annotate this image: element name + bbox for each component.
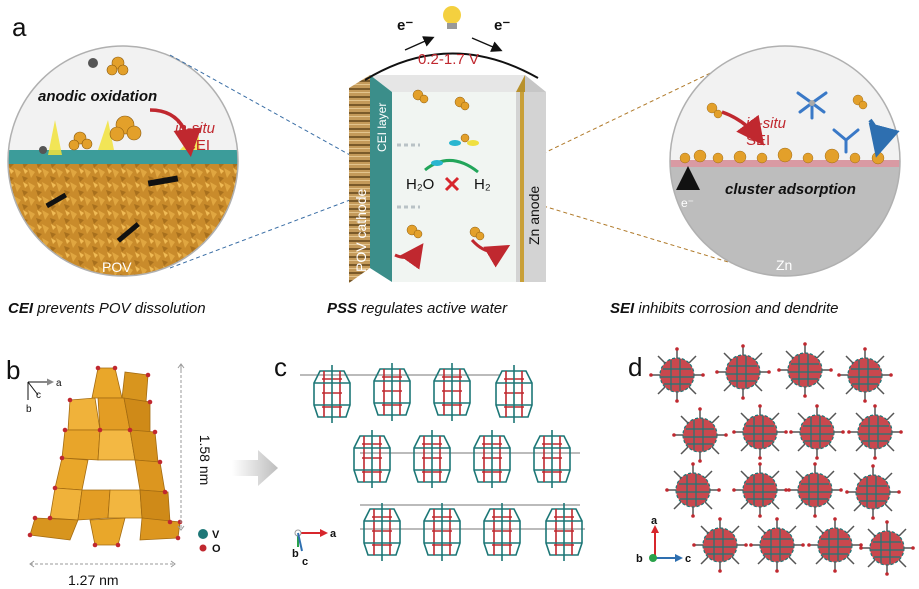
ball-row-4: [691, 516, 916, 577]
cei-layer-label: CEI layer: [375, 103, 389, 152]
cage-row-1: [313, 362, 533, 424]
voltage-label: 0.2-1.7 V: [418, 51, 479, 68]
legend-o-label: O: [212, 543, 221, 555]
axis-triad-c: a b c: [292, 528, 337, 568]
pov-label: POV: [102, 259, 132, 275]
pov-cathode-label: POV cathode: [353, 189, 369, 272]
cluster-adsorption-label: cluster adsorption: [725, 181, 856, 198]
ball-row-1: [648, 341, 894, 404]
cluster-width-label: 1.27 nm: [68, 572, 119, 588]
cei-zoom-circle: [7, 45, 239, 277]
ball-row-3: [664, 461, 902, 521]
axis-triad-d: a b c: [636, 515, 691, 565]
in-situ-label-right: in-situ: [746, 115, 787, 132]
panel-label-d: d: [628, 352, 643, 382]
zn-label: Zn: [776, 257, 792, 273]
lightbulb-icon: [443, 6, 461, 29]
axis-b-label-c: b: [292, 548, 299, 560]
electron-label-left: e⁻: [397, 17, 413, 34]
cei-label-left: CEI: [185, 137, 210, 154]
cage-row-2: [353, 429, 571, 489]
anodic-oxidation-label: anodic oxidation: [38, 88, 157, 105]
ball-row-2: [671, 403, 904, 464]
caption-pss: PSS regulates active water: [327, 300, 508, 317]
pov-cluster-structure: a c b 1.58 nm 1.27 nm: [26, 363, 221, 588]
transition-arrow-icon: [232, 450, 278, 486]
sei-zoom-circle: [669, 45, 901, 277]
axis-a-label-d: a: [651, 515, 658, 527]
axis-c-label-b: c: [36, 390, 41, 401]
electron-label-right: e⁻: [494, 17, 510, 34]
crystal-packing-d: a b c: [636, 341, 916, 577]
sei-label-right: SEI: [746, 132, 770, 149]
electron-label-sei: e⁻: [681, 196, 694, 210]
axis-c-label-d: c: [685, 553, 691, 565]
legend-v-label: V: [212, 529, 220, 541]
axis-b-label-b: b: [26, 404, 32, 415]
caption-cei: CEI prevents POV dissolution: [8, 300, 206, 317]
cage-row-3: [363, 502, 583, 562]
panel-label-c: c: [274, 352, 287, 382]
panel-label-b: b: [6, 355, 21, 385]
axis-a-label-c: a: [330, 528, 337, 540]
h2o-label: H₂O: [406, 176, 434, 193]
in-situ-label-left: in-situ: [175, 120, 216, 137]
crystal-packing-c: a b c: [292, 362, 585, 568]
h2-label: H₂: [474, 176, 491, 193]
axis-c-label-c: c: [302, 556, 308, 568]
cluster-height-label: 1.58 nm: [197, 435, 213, 486]
axis-b-label-d: b: [636, 553, 643, 565]
panel-label-a: a: [12, 12, 27, 42]
zn-anode-label: Zn anode: [526, 186, 542, 245]
pov-cluster-icon: [68, 56, 142, 151]
axis-a-label-b: a: [56, 378, 62, 389]
mechanism-schematic: anodic oxidation in-situ CEI POV e⁻ e⁻ 0…: [7, 6, 901, 283]
caption-sei: SEI inhibits corrosion and dendrite: [610, 300, 839, 317]
